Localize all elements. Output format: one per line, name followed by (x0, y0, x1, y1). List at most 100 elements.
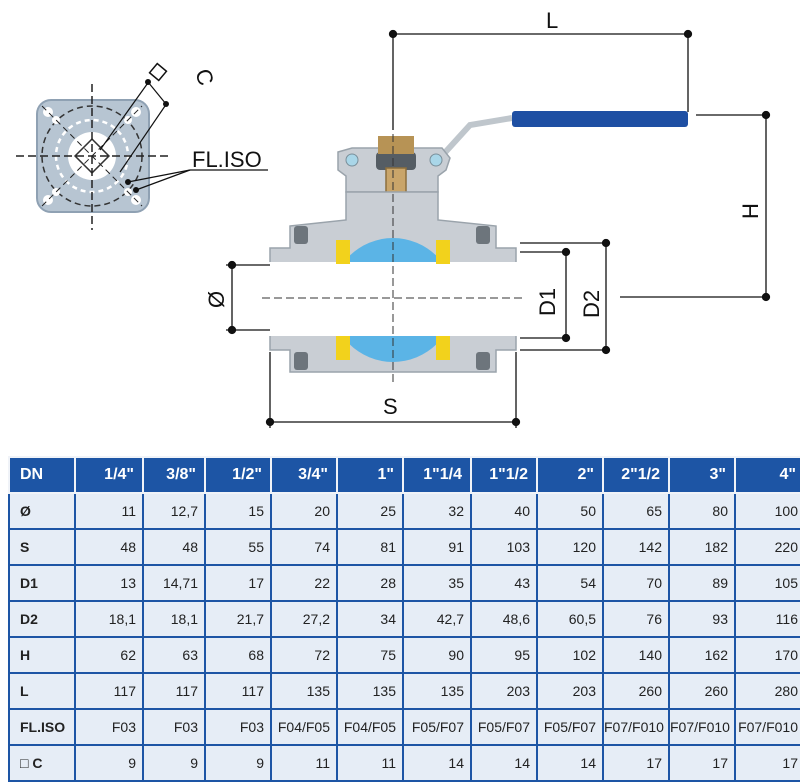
table-cell: 260 (668, 672, 736, 710)
table-cell: 13 (74, 564, 144, 602)
table-cell: 17 (602, 744, 670, 782)
dim-label-c: C (190, 66, 219, 89)
table-cell: 48 (74, 528, 144, 566)
table-cell: 17 (734, 744, 800, 782)
column-header: 3" (668, 456, 736, 494)
dim-label-d2: D2 (579, 290, 604, 318)
table-cell: 103 (470, 528, 538, 566)
dim-label-s: S (383, 394, 398, 419)
table-cell: 11 (336, 744, 404, 782)
handle-bar (512, 111, 688, 127)
dimension-lines (226, 29, 771, 428)
table-cell: F05/F07 (536, 708, 604, 746)
table-cell: 162 (668, 636, 736, 674)
table-cell: 25 (336, 492, 404, 530)
column-header: 4" (734, 456, 800, 494)
table-cell: 135 (402, 672, 472, 710)
column-header: 1"1/4 (402, 456, 472, 494)
table-cell: 9 (204, 744, 272, 782)
table-cell: 9 (142, 744, 206, 782)
table-cell: 65 (602, 492, 670, 530)
table-cell: 80 (668, 492, 736, 530)
dim-label-fliso: FL.ISO (192, 147, 262, 172)
table-cell: F07/F010 (668, 708, 736, 746)
table-cell: 18,1 (142, 600, 206, 638)
table-cell: 140 (602, 636, 670, 674)
row-header: H (8, 636, 76, 674)
table-cell: 91 (402, 528, 472, 566)
dim-label-d1: D1 (535, 288, 560, 316)
table-cell: 142 (602, 528, 670, 566)
row-header: D1 (8, 564, 76, 602)
flange-top-view: C FL.ISO (16, 62, 268, 230)
table-cell: 14 (402, 744, 472, 782)
column-header: 1/4" (74, 456, 144, 494)
table-cell: 89 (668, 564, 736, 602)
table-cell: 20 (270, 492, 338, 530)
column-header: 3/4" (270, 456, 338, 494)
table-cell: F04/F05 (336, 708, 404, 746)
column-header: 2" (536, 456, 604, 494)
table-cell: 50 (536, 492, 604, 530)
table-cell: 95 (470, 636, 538, 674)
table-cell: 203 (536, 672, 604, 710)
table-cell: 76 (602, 600, 670, 638)
table-cell: 14 (536, 744, 604, 782)
table-cell: 28 (336, 564, 404, 602)
table-cell: F03 (142, 708, 206, 746)
table-cell: 35 (402, 564, 472, 602)
table-cell: 120 (536, 528, 604, 566)
table-cell: 74 (270, 528, 338, 566)
table-cell: 117 (142, 672, 206, 710)
table-cell: F07/F010 (602, 708, 670, 746)
table-cell: 182 (668, 528, 736, 566)
table-cell: 17 (668, 744, 736, 782)
table-cell: 93 (668, 600, 736, 638)
table-cell: F07/F010 (734, 708, 800, 746)
dim-label-phi: Ø (204, 291, 229, 308)
column-header: 2"1/2 (602, 456, 670, 494)
table-cell: 63 (142, 636, 206, 674)
table-cell: 203 (470, 672, 538, 710)
table-cell: F05/F07 (470, 708, 538, 746)
table-cell: 11 (74, 492, 144, 530)
table-cell: 14 (470, 744, 538, 782)
valve-technical-drawing: C FL.ISO (16, 8, 771, 428)
row-header: FL.ISO (8, 708, 76, 746)
row-header: L (8, 672, 76, 710)
table-cell: 170 (734, 636, 800, 674)
table-cell: 62 (74, 636, 144, 674)
table-cell: 18,1 (74, 600, 144, 638)
column-header: 1" (336, 456, 404, 494)
table-cell: 117 (204, 672, 272, 710)
table-cell: 34 (336, 600, 404, 638)
table-cell: 81 (336, 528, 404, 566)
valve-side-view (262, 111, 688, 386)
table-cell: F05/F07 (402, 708, 472, 746)
table-cell: 21,7 (204, 600, 272, 638)
table-cell: F04/F05 (270, 708, 338, 746)
table-cell: 75 (336, 636, 404, 674)
table-cell: 72 (270, 636, 338, 674)
table-cell: 14,71 (142, 564, 206, 602)
table-cell: 117 (74, 672, 144, 710)
table-cell: 17 (204, 564, 272, 602)
table-cell: 68 (204, 636, 272, 674)
table-cell: F03 (204, 708, 272, 746)
table-cell: 42,7 (402, 600, 472, 638)
dim-label-l: L (546, 8, 558, 33)
table-cell: 105 (734, 564, 800, 602)
table-cell: 12,7 (142, 492, 206, 530)
table-cell: 116 (734, 600, 800, 638)
row-header: S (8, 528, 76, 566)
table-cell: 135 (336, 672, 404, 710)
table-cell: 60,5 (536, 600, 604, 638)
table-cell: 40 (470, 492, 538, 530)
